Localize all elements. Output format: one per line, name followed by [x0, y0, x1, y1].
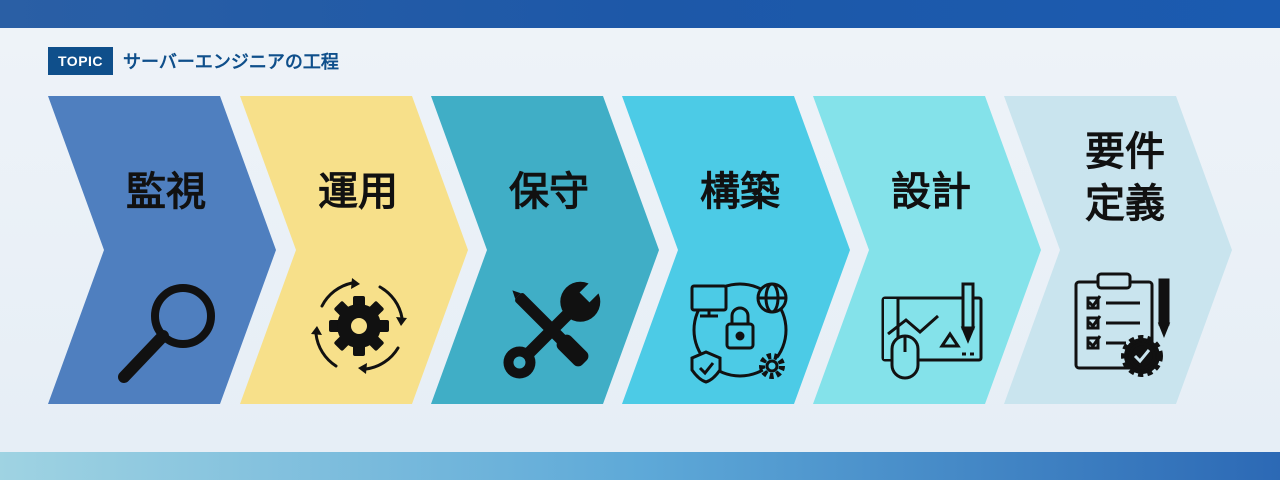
- topic-header: TOPIC サーバーエンジニアの工程: [48, 47, 339, 75]
- tools-icon: [503, 281, 601, 379]
- blueprint-icon: [881, 282, 983, 380]
- step-3-chevron: [431, 96, 659, 404]
- magnifier-icon: [118, 284, 215, 383]
- step-4-chevron: [622, 96, 850, 404]
- topic-title: サーバーエンジニアの工程: [123, 52, 339, 73]
- network-security-icon: [690, 282, 788, 384]
- step-4-label: 構築: [700, 169, 780, 215]
- bottom-band: [0, 452, 1280, 480]
- step-2-label: 運用: [318, 169, 398, 215]
- step-6-label: 要件 定義: [1085, 129, 1165, 227]
- step-5-chevron: [813, 96, 1041, 404]
- topic-badge: TOPIC: [48, 47, 114, 75]
- top-band: [0, 0, 1280, 28]
- step-1-chevron: [48, 96, 276, 404]
- step-1-label: 監視: [126, 169, 206, 215]
- step-6-chevron: [1004, 96, 1232, 404]
- step-2-chevron: [240, 96, 468, 404]
- step-5-label: 設計: [891, 169, 971, 215]
- gear-cycle-icon: [311, 278, 407, 374]
- checklist-icon: [1074, 272, 1171, 377]
- step-3-label: 保守: [509, 169, 589, 215]
